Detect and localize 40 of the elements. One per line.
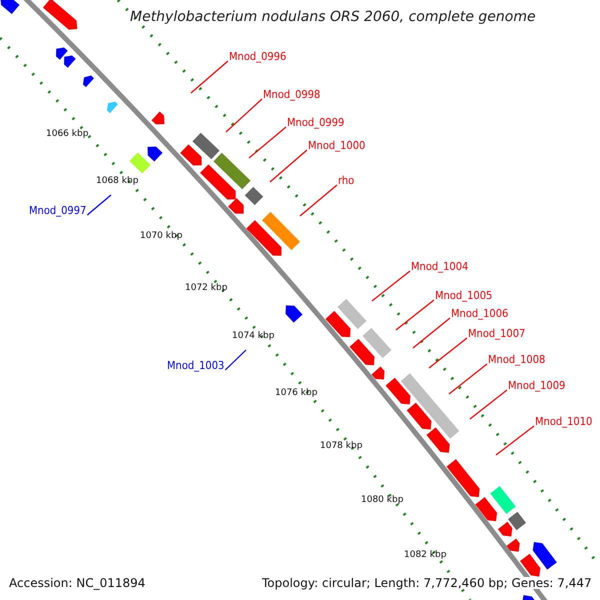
gene-label: Mnod_1006 xyxy=(451,308,508,319)
leader-line xyxy=(248,126,286,158)
gene-label: Mnod_0997 xyxy=(29,205,86,216)
gene-label: Mnod_0996 xyxy=(229,51,286,62)
gene-label: Mnod_0998 xyxy=(263,89,320,100)
tick-label: 1068 kbp xyxy=(96,177,138,186)
leader-line xyxy=(470,390,508,420)
gene-label: Mnod_1010 xyxy=(535,416,592,427)
tick-label: 1080 kbp xyxy=(361,496,404,505)
leader-line xyxy=(448,364,488,394)
gene-label: Mnod_1003 xyxy=(167,360,224,371)
gene-label: Mnod_1000 xyxy=(308,140,366,151)
tick-label: 1070 kbp xyxy=(140,232,182,241)
tick-label: 1072 kbp xyxy=(185,284,228,293)
tick-label: 1074 kbp xyxy=(232,332,274,341)
gene-label: Mnod_1005 xyxy=(435,290,492,301)
map-title: Methylobacterium nodulans ORS 2060, complete genome xyxy=(130,10,536,24)
gene-label: Mnod_1008 xyxy=(488,354,546,365)
leader-line xyxy=(226,98,262,132)
leader-line xyxy=(396,300,434,330)
leader-line xyxy=(270,150,308,182)
gene-label: rho xyxy=(338,175,354,186)
gene-label: Mnod_1009 xyxy=(508,380,566,391)
genome-summary-text: Topology: circular; Length: 7,772,460 bp; Genes: 7,447 xyxy=(262,577,592,589)
gene-label: Mnod_0999 xyxy=(287,117,344,128)
leader-line xyxy=(496,426,534,456)
gene-label: Mnod_1007 xyxy=(468,328,526,339)
tick-label: 1076 kbp xyxy=(275,389,318,398)
leader-line xyxy=(190,60,228,94)
leader-line xyxy=(300,184,338,216)
leader-line xyxy=(86,194,112,216)
tick-label: 1078 kbp xyxy=(320,442,362,451)
leader-line xyxy=(412,318,450,348)
leader-line xyxy=(372,270,410,302)
leader-line xyxy=(224,350,246,370)
gene-label: Mnod_1004 xyxy=(411,261,468,272)
accession-text: Accession: NC_011894 xyxy=(9,577,146,589)
tick-label: 1066 kbp xyxy=(46,130,88,139)
tick-label: 1082 kbp xyxy=(404,551,446,560)
leader-line xyxy=(428,338,468,368)
